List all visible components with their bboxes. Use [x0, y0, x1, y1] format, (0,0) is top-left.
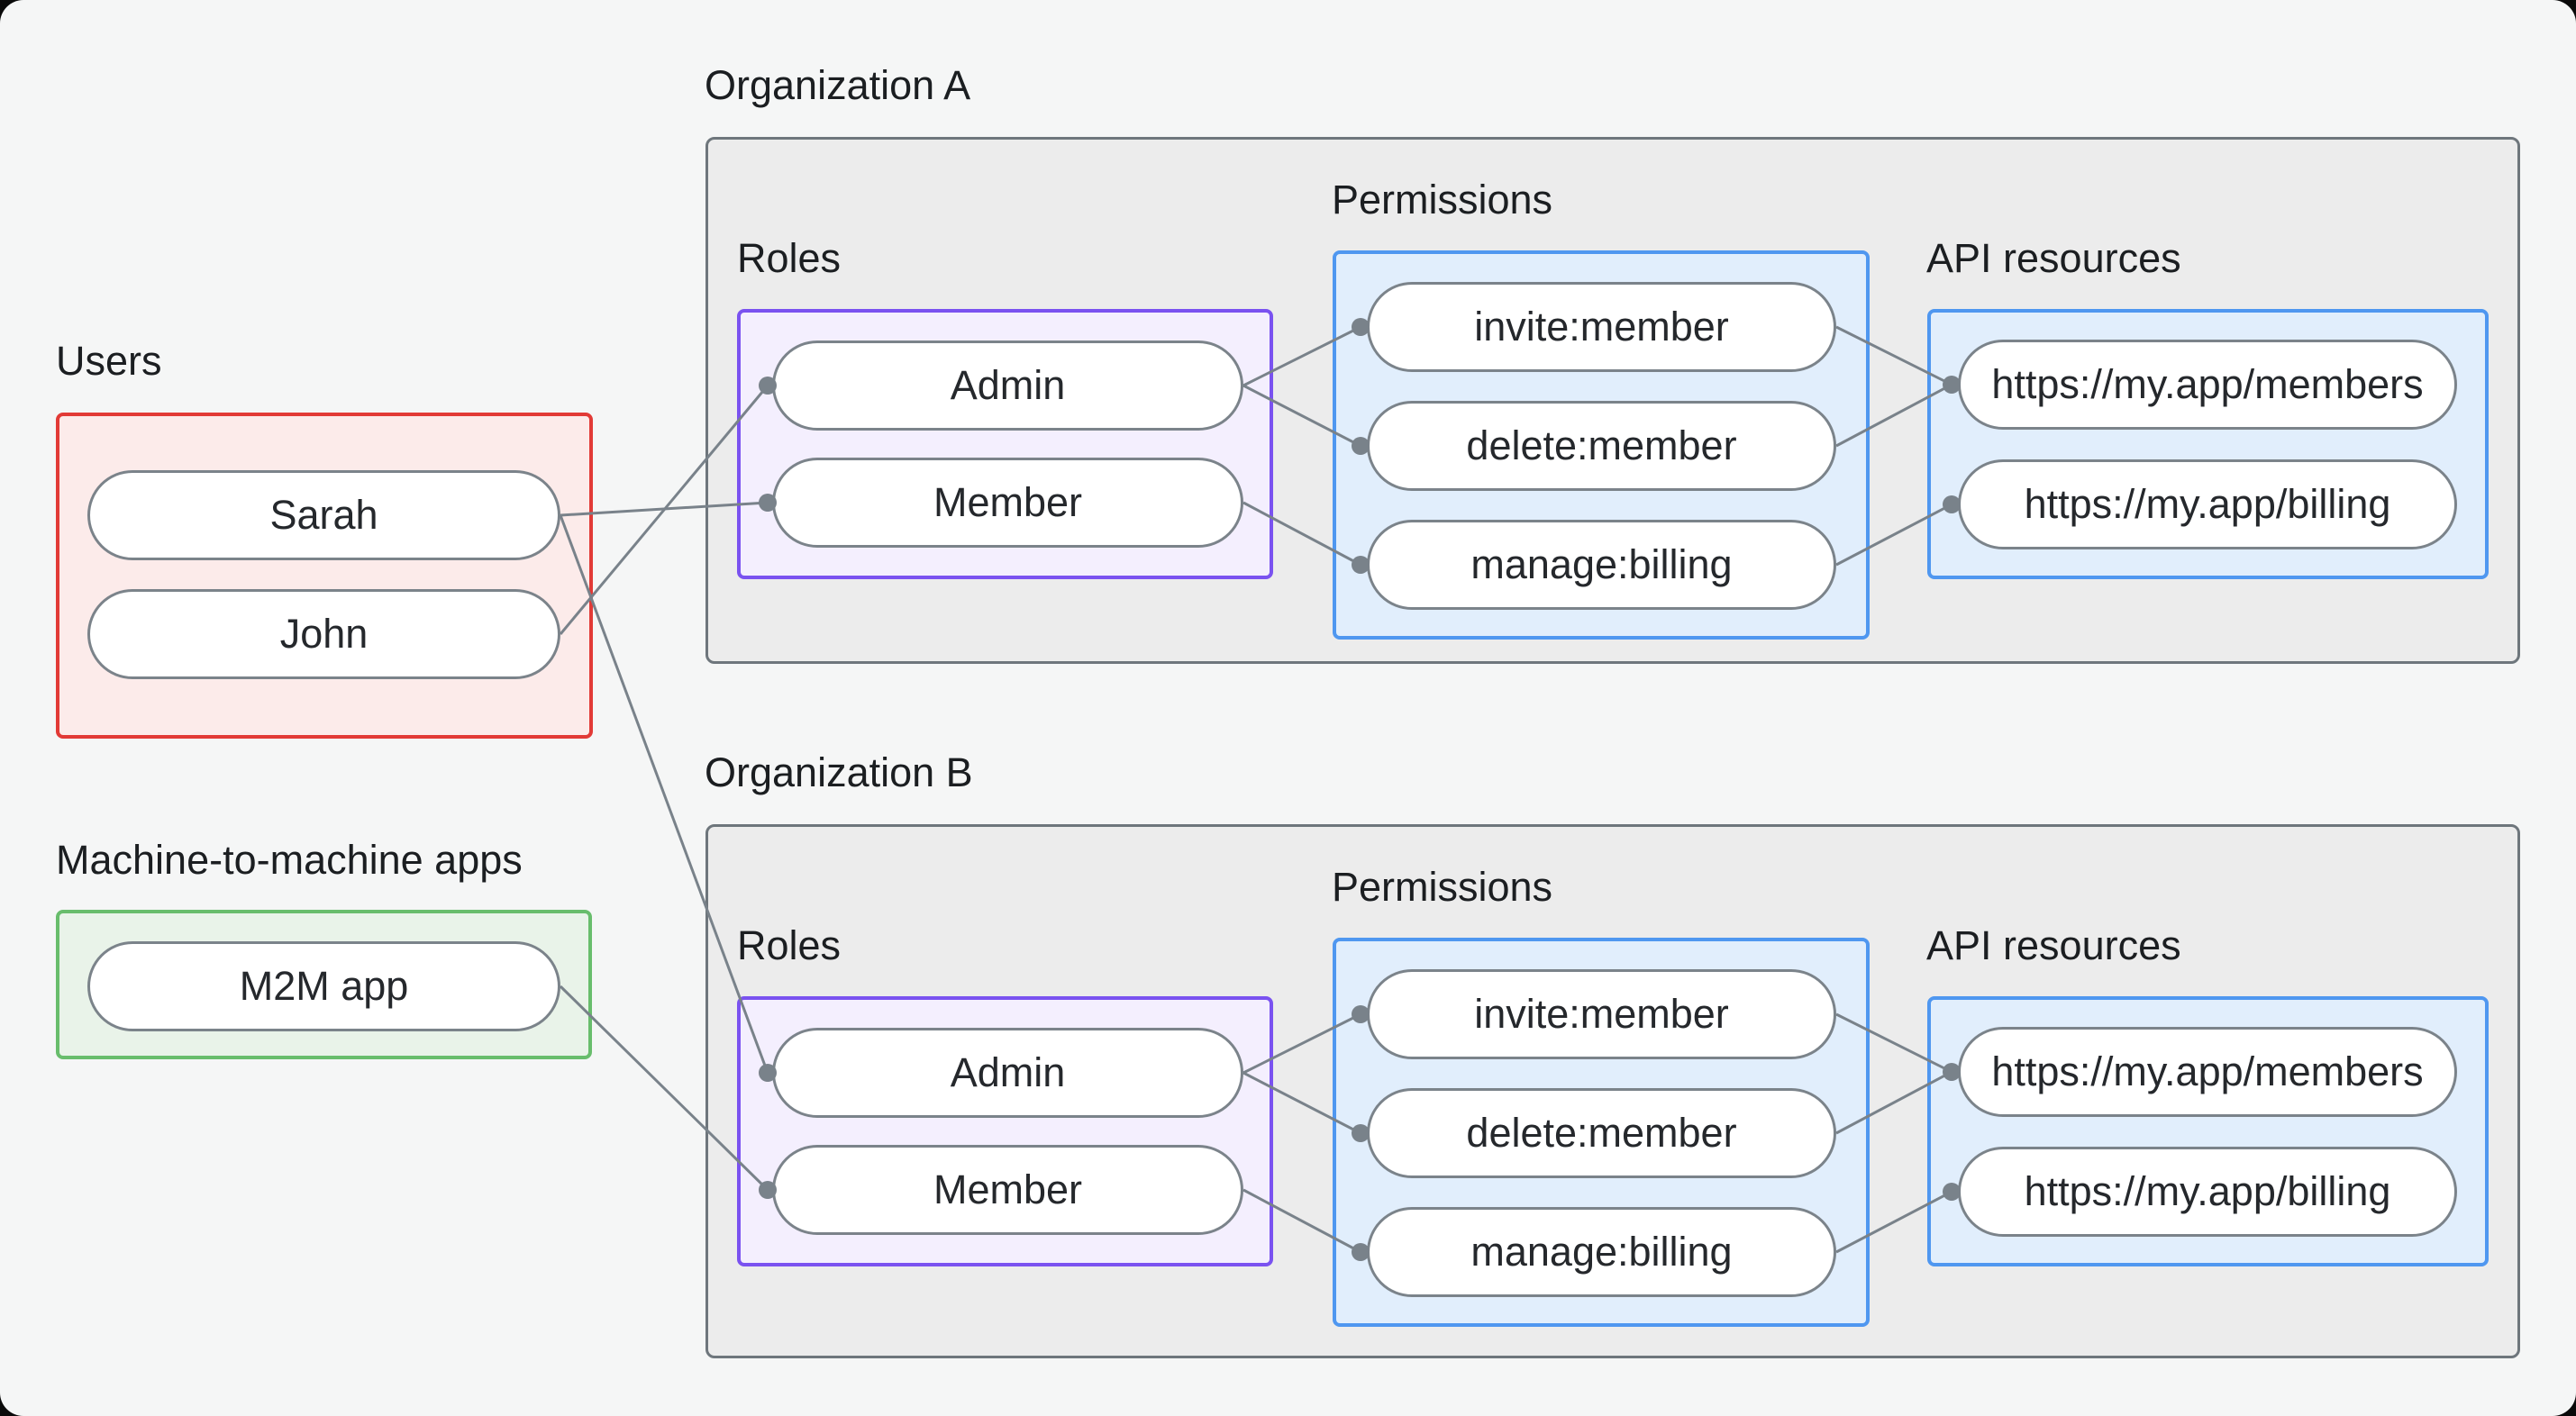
node-label: John	[279, 611, 369, 657]
org-b-api-resources-label: API resources	[1926, 922, 2181, 968]
org-a-api-resources-label: API resources	[1926, 235, 2181, 281]
org-a-node-delete-member: delete:member	[1367, 401, 1836, 491]
node-label: invite:member	[1474, 304, 1729, 349]
node-label: https://my.app/billing	[2024, 1168, 2391, 1214]
org-a-node-admin: Admin	[772, 340, 1243, 431]
org-b-roles-label: Roles	[737, 922, 842, 968]
node-label: https://my.app/billing	[2024, 481, 2391, 527]
org-b-node-api-billing: https://my.app/billing	[1958, 1147, 2457, 1237]
org-a-roles-label: Roles	[737, 235, 842, 281]
org-b-node-api-members: https://my.app/members	[1958, 1027, 2457, 1117]
node-label: https://my.app/members	[1991, 1048, 2424, 1094]
org-b-node-manage-billing: manage:billing	[1367, 1207, 1836, 1297]
org-b-node-delete-member: delete:member	[1367, 1088, 1836, 1178]
org-a-permissions-label: Permissions	[1332, 177, 1553, 222]
org-b-node-admin: Admin	[772, 1028, 1243, 1118]
org-a-node-member: Member	[772, 458, 1243, 548]
org-b-title: Organization B	[705, 749, 973, 795]
org-a-node-api-members: https://my.app/members	[1958, 340, 2457, 430]
node-label: Sarah	[269, 492, 378, 538]
node-label: https://my.app/members	[1991, 361, 2424, 407]
users-box	[56, 413, 593, 739]
node-user-john: John	[87, 589, 560, 679]
org-a-title: Organization A	[705, 62, 971, 108]
node-label: Member	[933, 1166, 1083, 1212]
m2m-section-label: Machine-to-machine apps	[56, 837, 523, 883]
org-a-node-api-billing: https://my.app/billing	[1958, 459, 2457, 549]
org-b-node-invite-member: invite:member	[1367, 969, 1836, 1059]
node-label: delete:member	[1466, 1110, 1737, 1156]
node-label: Admin	[950, 362, 1066, 408]
node-label: Member	[933, 479, 1083, 525]
node-m2m-app: M2M app	[87, 941, 560, 1031]
node-label: manage:billing	[1470, 541, 1733, 587]
node-label: M2M app	[239, 963, 409, 1009]
org-b-permissions-label: Permissions	[1332, 864, 1553, 910]
org-b-node-member: Member	[772, 1145, 1243, 1235]
node-user-sarah: Sarah	[87, 470, 560, 560]
users-section-label: Users	[56, 338, 162, 384]
node-label: invite:member	[1474, 991, 1729, 1037]
org-a-node-manage-billing: manage:billing	[1367, 520, 1836, 610]
node-label: Admin	[950, 1049, 1066, 1095]
org-a-node-invite-member: invite:member	[1367, 282, 1836, 372]
node-label: manage:billing	[1470, 1229, 1733, 1275]
node-label: delete:member	[1466, 422, 1737, 468]
